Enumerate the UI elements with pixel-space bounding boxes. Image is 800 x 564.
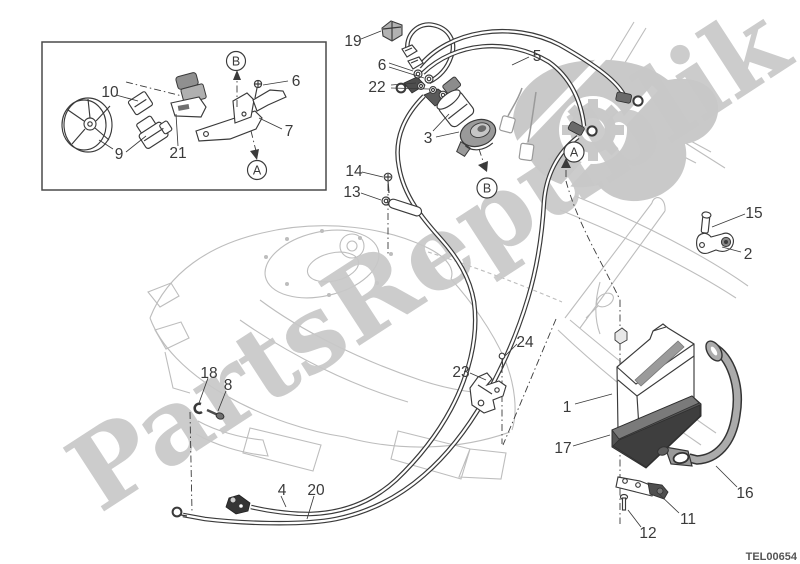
cable-assembly-top	[182, 20, 644, 526]
dangling-connectors	[499, 87, 537, 162]
part-9-disc	[61, 97, 113, 153]
part-23-bracket	[469, 372, 507, 414]
part-19-connector	[381, 20, 403, 42]
callout-14: 14	[345, 163, 363, 180]
terminal-cluster	[395, 44, 450, 107]
ring-terminal-upper	[615, 91, 644, 107]
callout-9: 9	[115, 146, 124, 163]
part-18-ring	[193, 402, 203, 415]
view-label-a-inset: A	[253, 164, 262, 178]
part-10-block	[127, 91, 154, 116]
callout-1: 1	[563, 399, 572, 416]
callout-labels: 10 9 21 6 7 19 6 22 5 3 14 13 15 2 18 8 …	[101, 33, 762, 542]
part-15-screw	[700, 211, 712, 234]
leader-lines	[198, 30, 746, 528]
part-12-screw	[619, 493, 629, 511]
callout-5: 5	[533, 48, 542, 65]
callout-24: 24	[516, 334, 534, 351]
part-3-relay	[436, 76, 475, 128]
callout-2: 2	[744, 246, 753, 263]
callout-20: 20	[307, 482, 325, 499]
callout-4: 4	[278, 482, 287, 499]
part-17-battery-base	[611, 395, 702, 469]
part-24-screw	[498, 352, 506, 369]
callout-23: 23	[452, 364, 469, 381]
part-7-bracket	[195, 89, 287, 142]
part-11-bracket	[615, 476, 669, 500]
callout-19: 19	[344, 33, 361, 50]
callout-8: 8	[224, 377, 233, 394]
callout-6: 6	[378, 57, 387, 74]
callout-11: 11	[680, 511, 696, 528]
callout-15: 15	[745, 205, 762, 222]
view-letters: B A B A	[225, 50, 585, 199]
part-20-ring-terminal	[171, 506, 188, 518]
callout-17: 17	[554, 440, 571, 457]
callout-18: 18	[200, 365, 217, 382]
callout-3: 3	[424, 130, 433, 147]
part-16-strap	[657, 340, 742, 467]
inset-detail-box	[41, 41, 327, 191]
callout-6-inset: 6	[292, 73, 301, 90]
view-label-b-inset: B	[232, 55, 240, 69]
ring-terminal-lower	[567, 121, 598, 137]
view-label-b: B	[483, 182, 491, 196]
part-4-terminal	[225, 494, 251, 515]
part-2-bracket	[696, 232, 734, 254]
part-6-screw-inset	[253, 79, 263, 99]
callout-22: 22	[368, 79, 385, 96]
drawing-code: TEL00654	[746, 551, 798, 563]
callout-7: 7	[285, 123, 294, 140]
part-14-screw	[383, 172, 393, 194]
callout-21: 21	[169, 145, 186, 162]
callout-12: 12	[639, 525, 656, 542]
diagram-dark-art	[41, 20, 746, 528]
part-9-sensor	[136, 115, 173, 149]
view-label-a: A	[570, 146, 579, 160]
callout-16: 16	[736, 485, 753, 502]
callout-13: 13	[343, 184, 360, 201]
callout-10: 10	[101, 84, 119, 101]
part-21-connector	[170, 72, 207, 118]
part-3-horn	[456, 118, 497, 157]
part-8-bolt	[206, 408, 225, 420]
